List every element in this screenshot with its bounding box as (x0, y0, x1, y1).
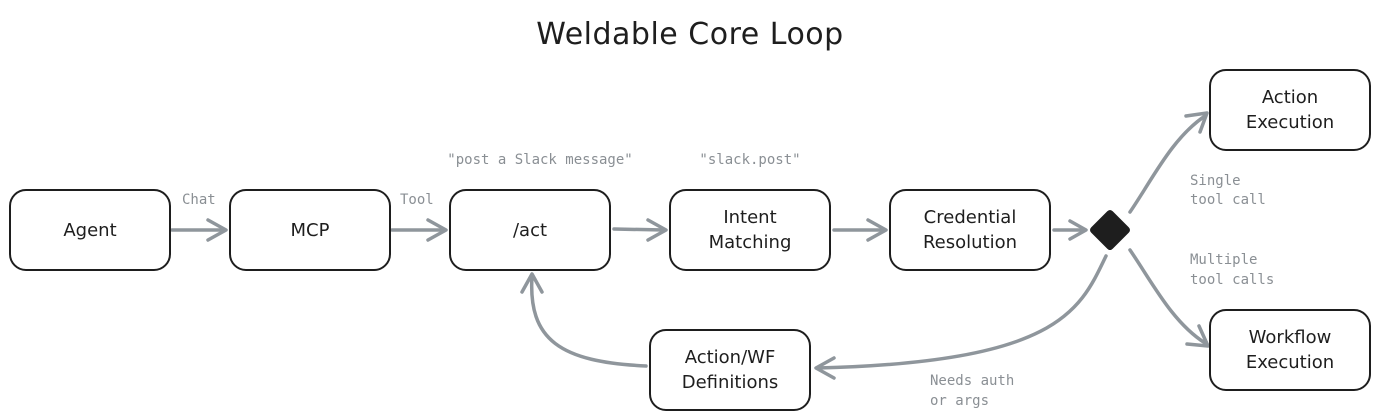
node-action-execution-line-2: Execution (1246, 112, 1334, 133)
edge-decision-to-action-execution (1128, 114, 1207, 214)
edges (170, 111, 1210, 380)
node-mcp-label: MCP (291, 220, 330, 241)
node-workflow-execution-line-2: Execution (1246, 352, 1334, 373)
arrowhead-act-return (520, 272, 544, 294)
arrowhead-mcp (206, 218, 228, 242)
edge-decision-to-definitions (816, 254, 1108, 370)
edge-label-multiple-line-1: Multiple (1190, 252, 1257, 268)
node-credential-resolution-line-2: Resolution (923, 232, 1017, 253)
arrowhead-intent (646, 218, 668, 242)
node-credential-resolution: Credential Resolution (889, 189, 1051, 271)
node-act-box (449, 189, 611, 271)
edge-label-single-line-1: Single (1190, 173, 1241, 189)
arrowhead-workflow-execution (1185, 324, 1210, 348)
edge-definitions-to-act (529, 274, 648, 368)
node-workflow-execution-line-1: Workflow (1249, 327, 1332, 348)
node-intent-matching: Intent Matching (669, 189, 831, 271)
node-action-execution-line-1: Action (1262, 87, 1318, 108)
edge-decision-to-workflow-execution (1128, 248, 1207, 345)
node-action-execution-box (1209, 69, 1371, 151)
node-agent: Agent (9, 189, 171, 271)
decision-diamond (1090, 210, 1130, 250)
annotation-intent-example: "slack.post" (699, 152, 800, 168)
node-agent-label: Agent (63, 220, 116, 241)
node-credential-resolution-line-1: Credential (924, 207, 1017, 228)
diagram-title: Weldable Core Loop (536, 17, 843, 52)
node-definitions-line-1: Action/WF (685, 347, 776, 368)
arrowhead-action-execution (1184, 111, 1209, 134)
node-intent-matching-line-1: Intent (723, 207, 776, 228)
edge-label-multiple-line-2: tool calls (1190, 272, 1274, 288)
arrowhead-definitions (814, 356, 836, 380)
edge-label-needs-line-2: or args (930, 393, 989, 409)
node-definitions-line-2: Definitions (682, 372, 779, 393)
arrowhead-credential (866, 218, 888, 242)
edge-act-to-intent (612, 227, 666, 232)
node-act-label: /act (513, 220, 547, 241)
edge-label-chat: Chat (182, 192, 216, 208)
node-intent-matching-line-2: Matching (709, 232, 792, 253)
node-workflow-execution: Workflow Execution (1209, 309, 1371, 391)
node-agent-box (9, 189, 171, 271)
node-workflow-execution-box (1209, 309, 1371, 391)
node-act: /act (449, 189, 611, 271)
annotation-act-example: "post a Slack message" (447, 152, 632, 168)
arrowhead-decision (1068, 219, 1088, 241)
node-definitions: Action/WF Definitions (649, 329, 811, 411)
node-mcp: MCP (229, 189, 391, 271)
node-intent-matching-box (669, 189, 831, 271)
node-definitions-box (649, 329, 811, 411)
arrowhead-act (426, 218, 448, 242)
node-mcp-box (229, 189, 391, 271)
node-credential-resolution-box (889, 189, 1051, 271)
edge-label-single-line-2: tool call (1190, 192, 1266, 208)
node-action-execution: Action Execution (1209, 69, 1371, 151)
edge-label-needs-line-1: Needs auth (930, 373, 1014, 389)
edge-label-tool: Tool (400, 192, 434, 208)
